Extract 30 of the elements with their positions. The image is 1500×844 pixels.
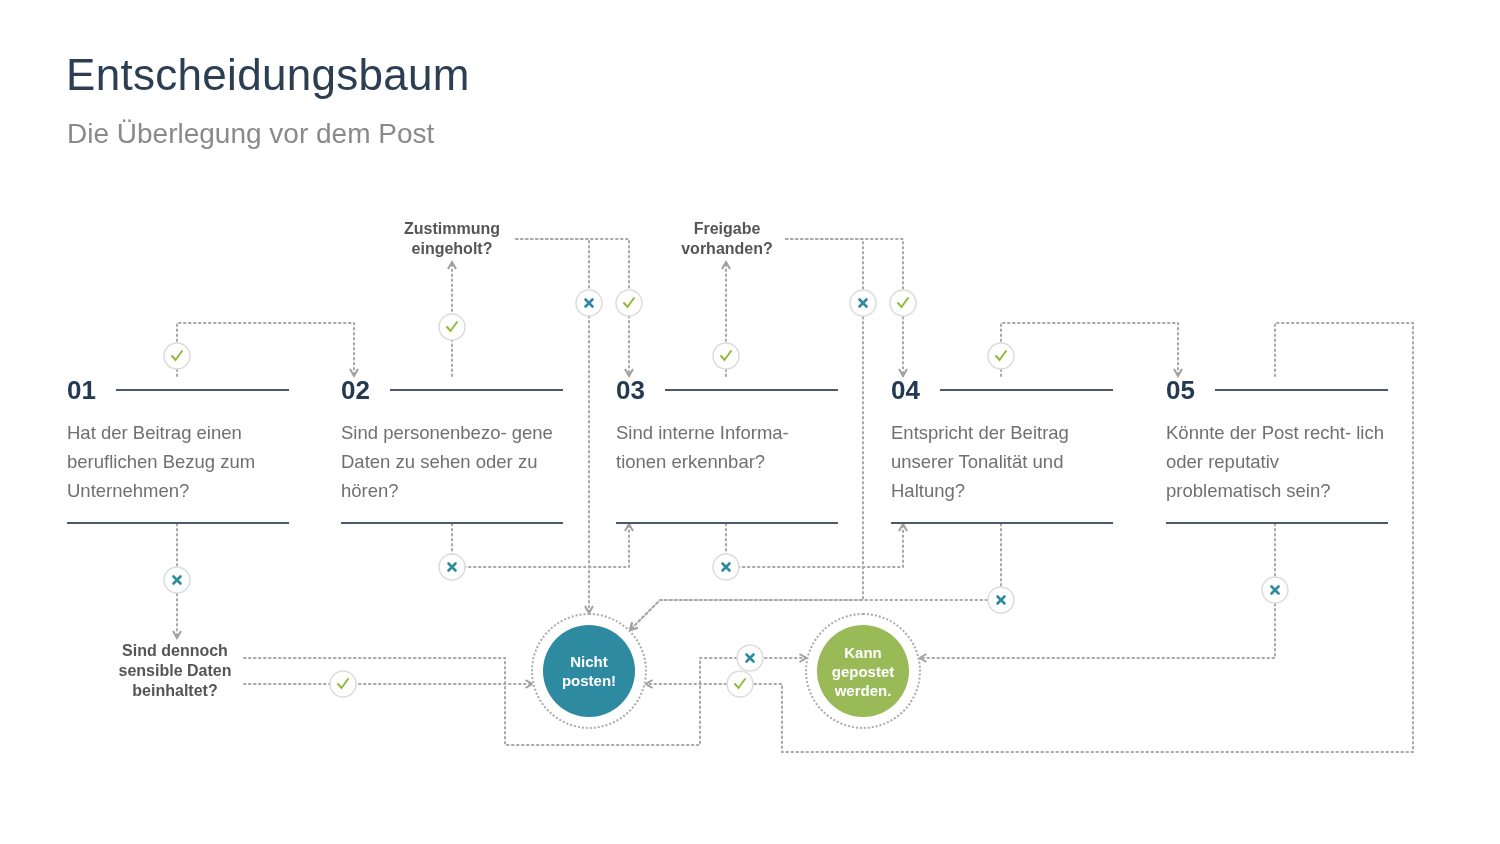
connector-arrow (451, 523, 634, 568)
connector-arrow (243, 653, 808, 746)
step-number: 05 (1166, 376, 1195, 404)
question-label: Zustimmung eingeholt? (403, 219, 501, 259)
question-text: Hat der Beitrag einen beruflichen Bezug zum Unternehmen? (67, 421, 257, 503)
connector-arrow (243, 679, 534, 689)
step-number: 02 (341, 376, 370, 404)
connector-arrow (725, 523, 908, 568)
outcome-label: Nicht posten! (560, 652, 618, 690)
outcome-label: Kann gepostet werden. (830, 642, 896, 700)
title: Entscheidungsbaum (66, 50, 470, 100)
step-number: 04 (891, 376, 920, 404)
connector-arrow (172, 523, 182, 639)
connector-arrow (1000, 322, 1183, 377)
connector-arrow (629, 523, 1002, 631)
question-text: Könnte der Post recht- lich oder reputativ problematisch sein? (1166, 421, 1385, 503)
connector-arrow (515, 238, 594, 614)
question-text: Sind personenbezo- gene Daten zu sehen oder zu hören? (341, 421, 554, 503)
question-text: Sind interne Informa- tionen erkennbar? (616, 421, 790, 474)
subtitle: Die Überlegung vor dem Post (67, 118, 435, 150)
question-label: Sind dennoch sensible Daten beinhaltet? (117, 641, 233, 701)
question-text: Entspricht der Beitrag unserer Tonalität und Haltung? (891, 421, 1070, 503)
step-number: 01 (67, 376, 96, 404)
connector-arrow (644, 322, 1414, 753)
step-number: 03 (616, 376, 645, 404)
connector-arrow (721, 261, 731, 377)
question-label: Freigabe vorhanden? (680, 219, 774, 259)
connector-arrow (447, 261, 457, 377)
connector-arrow (918, 523, 1276, 663)
connector-arrow (176, 322, 359, 377)
